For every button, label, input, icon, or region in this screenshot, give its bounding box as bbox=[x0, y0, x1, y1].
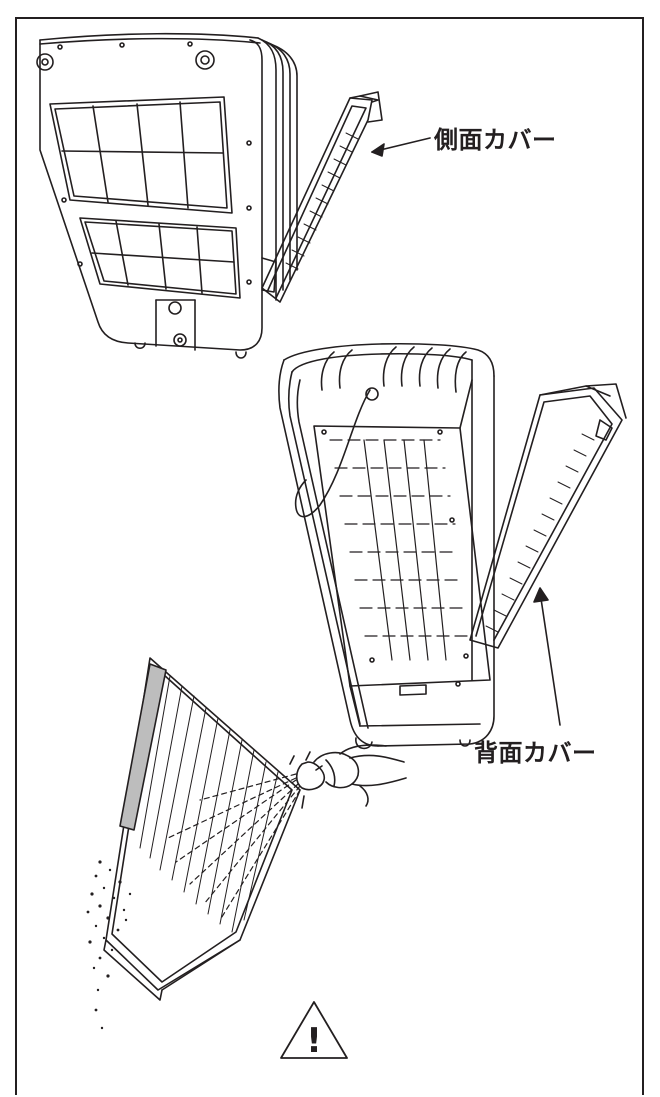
warning-mark: ! bbox=[306, 1021, 322, 1061]
dust-particles bbox=[86, 860, 132, 1030]
warning-triangle-icon: ! bbox=[280, 1001, 348, 1061]
back-cover-label: 背面カバー bbox=[474, 739, 597, 767]
side-cover-label: 側面カバー bbox=[434, 126, 557, 154]
filter-cleaning-illustration bbox=[86, 657, 407, 1030]
unit-front-illustration bbox=[36, 32, 383, 359]
unit-rear-illustration bbox=[278, 342, 627, 750]
back-cover-arrow bbox=[539, 591, 561, 726]
page-frame bbox=[15, 17, 644, 1095]
